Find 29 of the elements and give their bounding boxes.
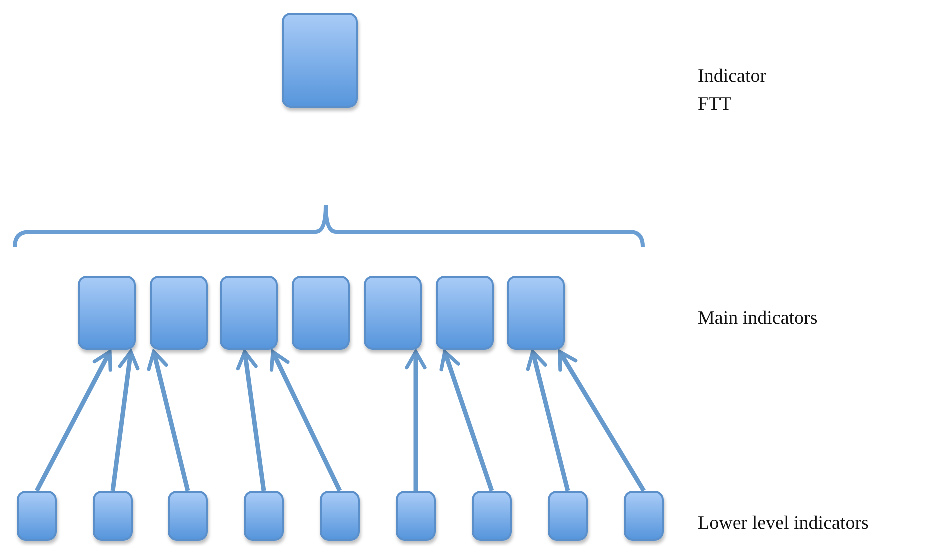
rounded-box: [436, 276, 494, 350]
arrow: [110, 350, 140, 492]
arrow: [526, 350, 570, 492]
rounded-box: [364, 276, 422, 350]
arrow: [405, 350, 427, 491]
level-label: Lower level indicators: [698, 512, 870, 536]
arrow: [558, 350, 646, 492]
rounded-box: [624, 491, 664, 541]
arrow: [236, 350, 266, 492]
rounded-box: [93, 491, 133, 541]
rounded-box: [320, 491, 360, 541]
rounded-box: [168, 491, 208, 541]
rounded-box: [220, 276, 278, 350]
rounded-box: [292, 276, 350, 350]
rounded-box: [78, 276, 136, 350]
rounded-box: [17, 491, 57, 541]
rounded-box: [150, 276, 208, 350]
level-label: Indicator FTT: [698, 65, 768, 117]
level-label: Main indicators: [698, 307, 819, 331]
rounded-box: [282, 13, 358, 108]
arrow: [270, 350, 342, 492]
rounded-box: [244, 491, 284, 541]
rounded-box: [548, 491, 588, 541]
rounded-box: [396, 491, 436, 541]
arrow: [147, 350, 190, 492]
arrow: [35, 350, 112, 492]
rounded-box: [507, 276, 565, 350]
arrow: [440, 350, 494, 492]
rounded-box: [472, 491, 512, 541]
